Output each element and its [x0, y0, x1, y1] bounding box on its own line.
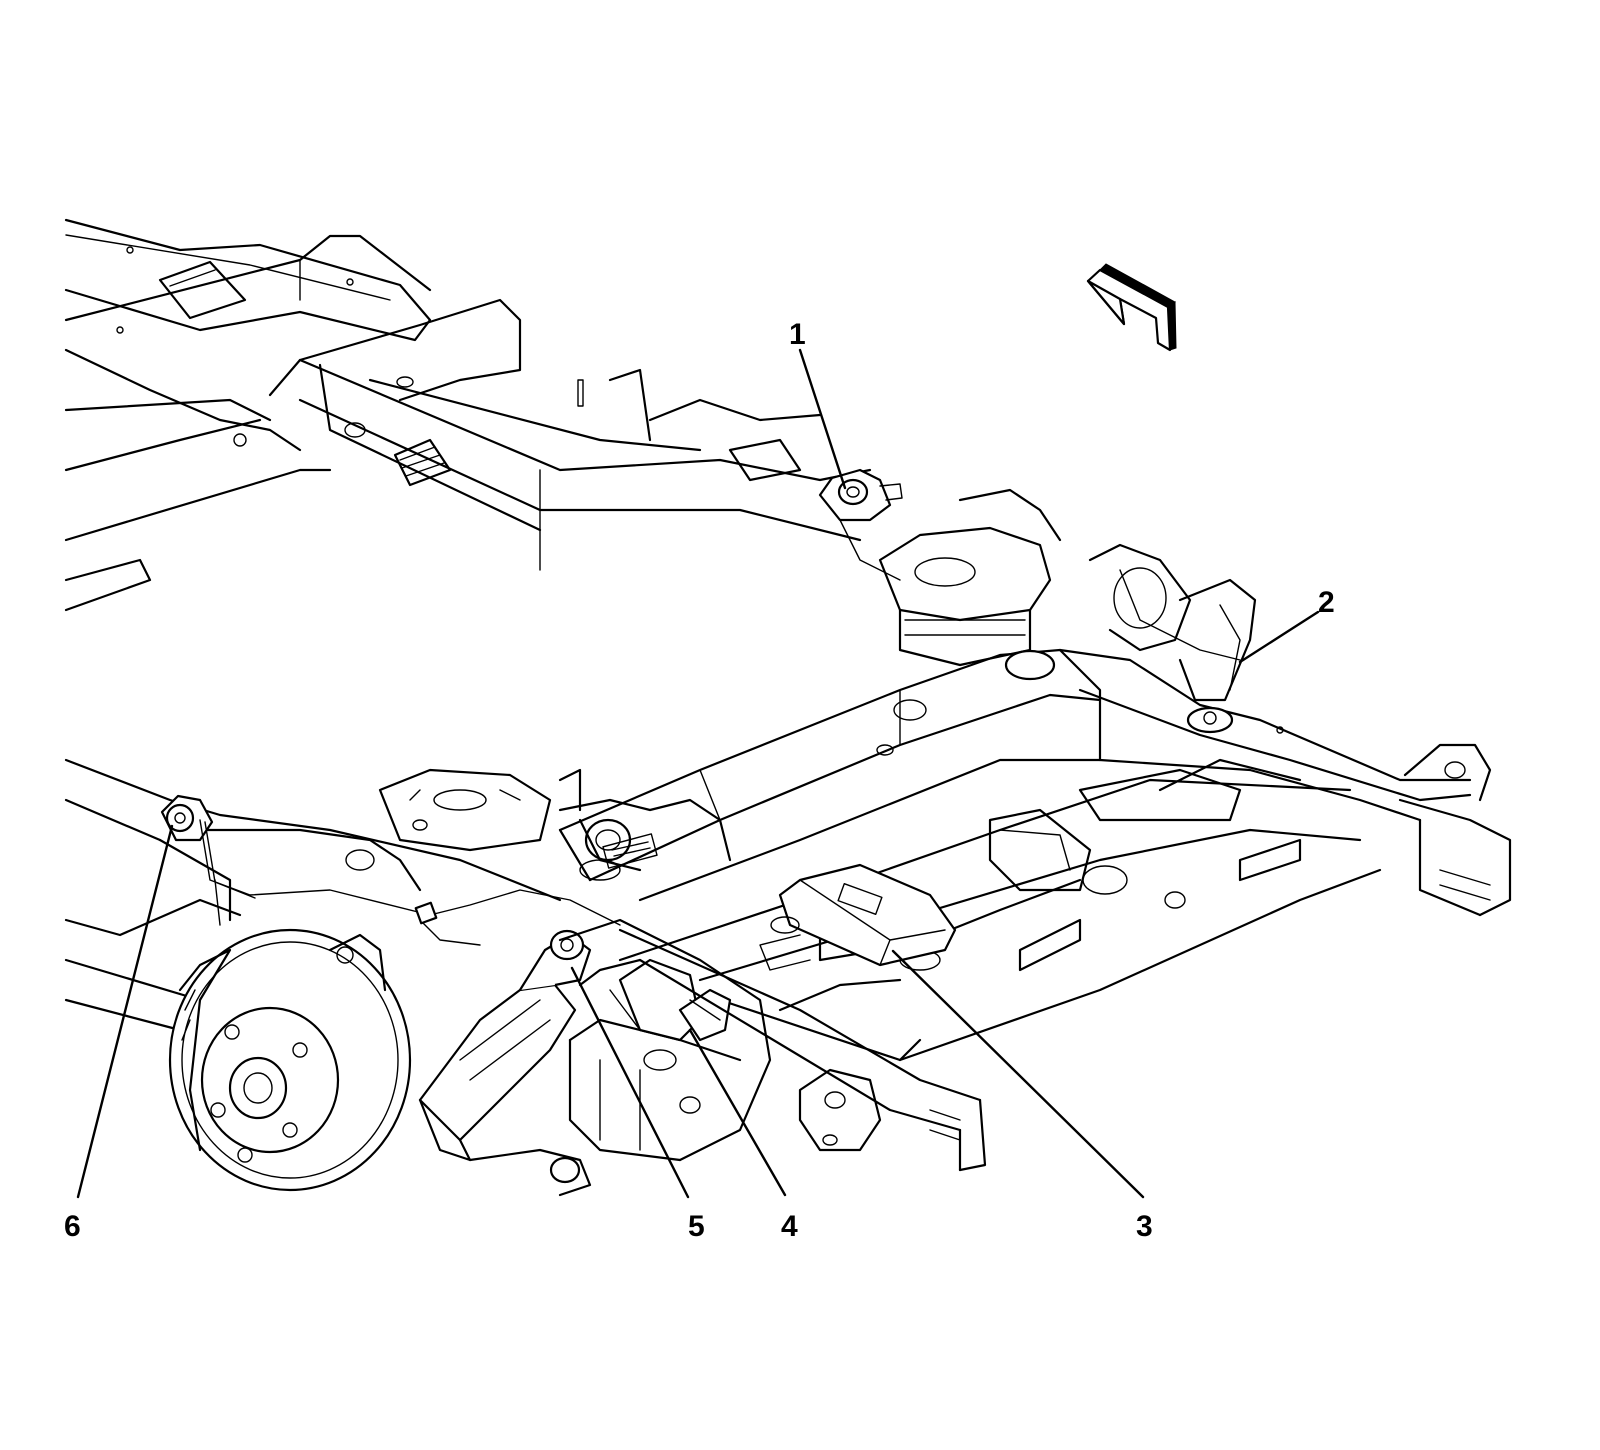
upper-crossmember [268, 298, 872, 571]
leader-line-1 [798, 348, 847, 490]
callout-6: 6 [64, 1210, 81, 1243]
front-direction-arrow-icon [1086, 263, 1177, 352]
callout-2: 2 [1318, 586, 1335, 619]
leader-line-6 [76, 824, 174, 1199]
leader-line-2 [1238, 610, 1320, 664]
suspension-control-module [759, 863, 957, 971]
callout-4: 4 [781, 1210, 798, 1243]
callout-3: 3 [1136, 1210, 1153, 1243]
callout-numbers: 1 2 3 4 5 6 [64, 318, 1335, 1243]
main-crossmember [558, 648, 1102, 902]
wiring-harness [199, 519, 1241, 946]
left-frame-bushing [160, 794, 214, 842]
leader-line-5 [570, 966, 690, 1199]
foreground-box-rail [618, 928, 987, 1172]
leader-line-4 [688, 1028, 787, 1197]
upper-shock-mount [818, 468, 903, 522]
left-brake-rotor [168, 928, 412, 1192]
right-frame-rail [1058, 648, 1512, 917]
lower-lattice-crossmember [618, 758, 1382, 1062]
axle-bracket-assembly [558, 918, 772, 1162]
callout-1: 1 [789, 318, 806, 351]
right-rear-spring-area [878, 488, 1257, 702]
left-spring-and-differential [378, 768, 732, 872]
left-shock-absorber [418, 929, 592, 1197]
leader-line-3 [891, 949, 1145, 1199]
callout-5: 5 [688, 1210, 705, 1243]
left-frame-rail-upper [64, 218, 432, 612]
callout-leader-lines [76, 348, 1320, 1199]
